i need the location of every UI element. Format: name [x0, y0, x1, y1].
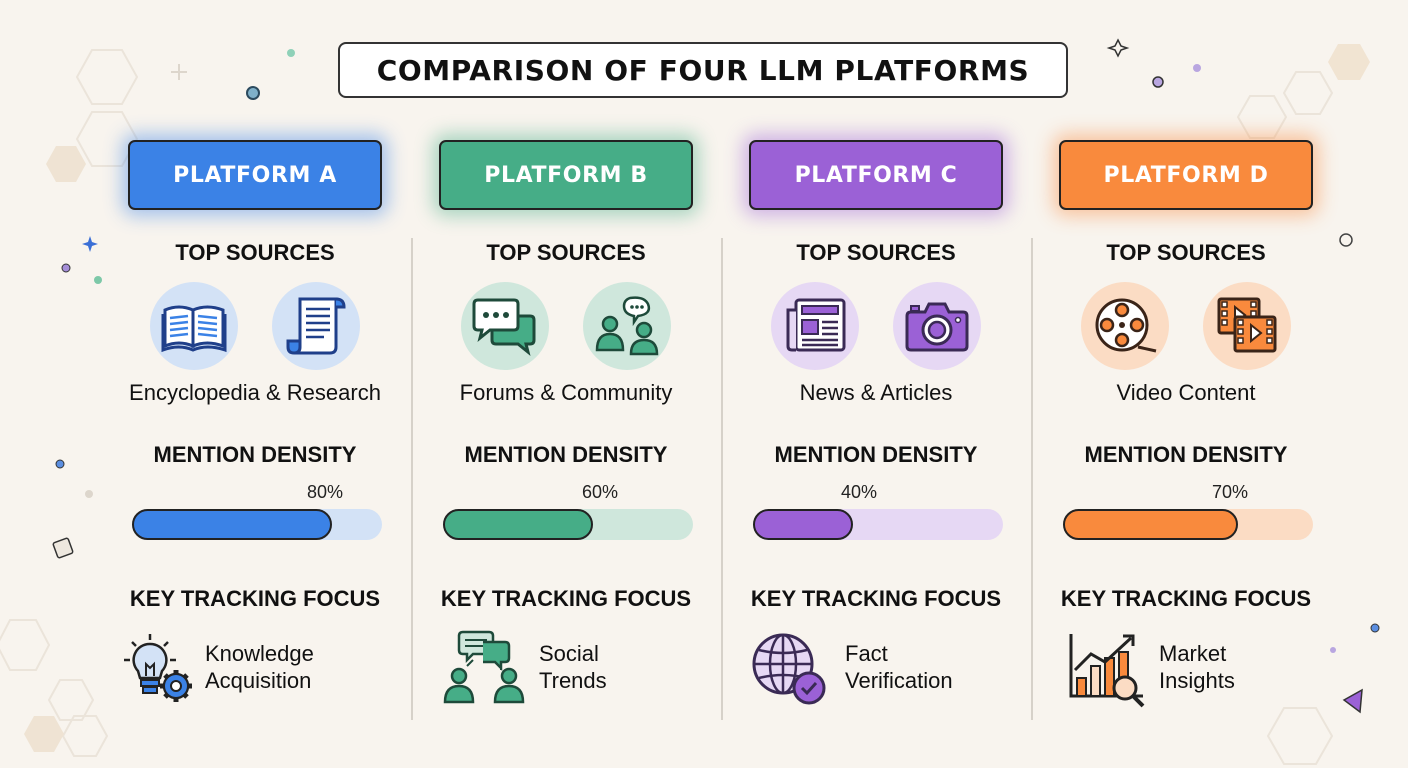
- density-percent: 80%: [306, 482, 344, 502]
- video-player-icon: [1203, 282, 1291, 370]
- mention-density-heading: MENTION DENSITY: [464, 442, 668, 467]
- platform-column-c: PLATFORM C TOP SOURCES News & Articles M…: [731, 0, 1041, 768]
- key-tracking-focus-heading: KEY TRACKING FOCUS: [440, 586, 692, 611]
- key-tracking-focus-heading: KEY TRACKING FOCUS: [1060, 586, 1312, 611]
- scroll-document-icon: [272, 282, 360, 370]
- top-sources-heading: TOP SOURCES: [1106, 240, 1266, 265]
- chat-bubbles-icon: [461, 282, 549, 370]
- source-label: Encyclopedia & Research: [129, 380, 381, 405]
- column-divider: [411, 238, 413, 720]
- mention-density-heading: MENTION DENSITY: [774, 442, 978, 467]
- focus-label-line2: Trends: [539, 668, 607, 693]
- top-sources-heading: TOP SOURCES: [175, 240, 335, 265]
- top-sources-heading: TOP SOURCES: [486, 240, 646, 265]
- density-bar-fill: [753, 509, 853, 540]
- people-chat-icon: [583, 282, 671, 370]
- density-bar-track: [753, 509, 1003, 540]
- focus-label: Social Trends: [539, 640, 607, 694]
- density-bar-track: [132, 509, 382, 540]
- source-label: News & Articles: [799, 380, 953, 405]
- focus-label-line2: Acquisition: [205, 668, 312, 693]
- platform-c-button[interactable]: PLATFORM C: [749, 140, 1003, 210]
- focus-label: Fact Verification: [845, 640, 953, 694]
- platform-name: PLATFORM D: [1103, 162, 1269, 188]
- focus-label-line2: Verification: [845, 668, 953, 693]
- camera-icon: [893, 282, 981, 370]
- source-label: Video Content: [1116, 380, 1256, 405]
- focus-label-line1: Knowledge: [205, 641, 314, 666]
- platform-a-button[interactable]: PLATFORM A: [128, 140, 382, 210]
- focus-label: Market Insights: [1159, 640, 1235, 694]
- density-bar-track: [1063, 509, 1313, 540]
- chart-magnifier-icon: [1069, 634, 1145, 708]
- density-bar-track: [443, 509, 693, 540]
- column-divider: [1031, 238, 1033, 720]
- density-percent: 40%: [840, 482, 878, 502]
- social-network-icon: [443, 630, 525, 704]
- platform-name: PLATFORM B: [484, 162, 648, 188]
- platform-column-d: PLATFORM D TOP SOURCES: [1041, 0, 1351, 768]
- column-divider: [721, 238, 723, 720]
- focus-label-line1: Market: [1159, 641, 1227, 666]
- top-sources-heading: TOP SOURCES: [796, 240, 956, 265]
- density-bar-fill: [132, 509, 332, 540]
- focus-label-line2: Insights: [1159, 668, 1235, 693]
- mention-density-heading: MENTION DENSITY: [153, 442, 357, 467]
- focus-label: Knowledge Acquisition: [205, 640, 314, 694]
- density-percent: 60%: [581, 482, 619, 502]
- platform-name: PLATFORM C: [794, 162, 958, 188]
- platform-b-button[interactable]: PLATFORM B: [439, 140, 693, 210]
- newspaper-icon: [771, 282, 859, 370]
- key-tracking-focus-heading: KEY TRACKING FOCUS: [129, 586, 381, 611]
- globe-check-icon: [752, 633, 826, 705]
- lightbulb-gear-icon: [124, 634, 192, 702]
- density-percent: 70%: [1211, 482, 1249, 502]
- density-bar-fill: [443, 509, 593, 540]
- platform-name: PLATFORM A: [173, 162, 337, 188]
- platform-d-button[interactable]: PLATFORM D: [1059, 140, 1313, 210]
- film-reel-icon: [1081, 282, 1169, 370]
- source-label: Forums & Community: [459, 380, 673, 405]
- platform-column-b: PLATFORM B TOP SOURCES Forums & Communit…: [421, 0, 731, 768]
- focus-label-line1: Social: [539, 641, 599, 666]
- page-title: COMPARISON OF FOUR LLM PLATFORMS: [376, 53, 1030, 87]
- density-bar-fill: [1063, 509, 1238, 540]
- mention-density-heading: MENTION DENSITY: [1084, 442, 1288, 467]
- focus-label-line1: Fact: [845, 641, 888, 666]
- platform-column-a: PLATFORM A TOP SOURCES Encyc: [110, 0, 420, 768]
- key-tracking-focus-heading: KEY TRACKING FOCUS: [750, 586, 1002, 611]
- title-box: COMPARISON OF FOUR LLM PLATFORMS: [338, 42, 1068, 98]
- open-book-icon: [150, 282, 238, 370]
